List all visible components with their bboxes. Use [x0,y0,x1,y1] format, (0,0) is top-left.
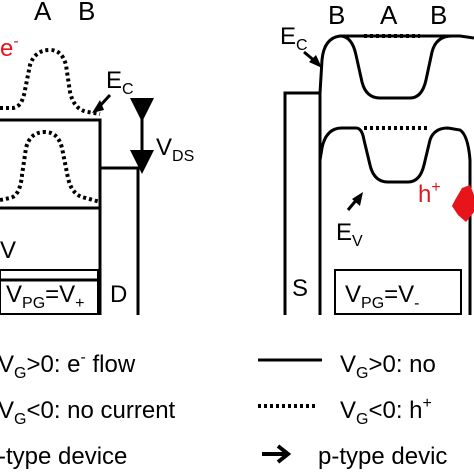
right-ev-label: EV [336,219,363,250]
hole-blob [452,185,474,222]
right-valence-band-solid [318,126,472,315]
right-gate-eq: =V [384,281,414,308]
legend-right-2-text: <0: h [368,397,422,424]
right-panel [283,34,474,315]
electron-label-sup: - [13,33,18,50]
left-ec-main: E [106,67,122,94]
left-region-a: A [34,0,52,26]
left-lower-band-dotted [0,129,101,204]
right-gate-sign: - [414,295,419,312]
left-upper-band-dotted [0,47,101,116]
drain-label: D [110,281,127,308]
legend-left-3: -type device [0,443,127,470]
left-gate-eq: =V [45,281,75,308]
left-panel [0,47,154,315]
legend-right-2: VG<0: h+ [340,395,432,428]
right-ec-label: EC [280,23,308,54]
legend-right-1-v: V [340,351,356,378]
legend-right-3: p-type devic [318,443,447,470]
left-gate-sub: PG [22,295,45,312]
left-gate-v: V [6,281,22,308]
legend-left-1-tail: flow [86,351,136,378]
electron-label: e- [0,33,19,62]
left-ev-fragment: V [0,237,16,264]
source-label: S [292,275,308,302]
left-ec-sub: C [122,81,134,98]
hole-main: h [418,181,431,208]
left-gate-sign: + [75,295,84,312]
legend-left-2-text: <0: no current [26,397,175,424]
electron-label-main: e [0,35,13,62]
legend-left-1-sub: G [14,365,26,382]
right-gate-v: V [345,281,361,308]
right-ec-main: E [280,23,296,50]
left-ec-pointer-head [92,100,104,113]
right-ec-pointer-head [309,55,322,68]
legend-left-2-sub: G [14,411,26,428]
hole-sup: + [431,179,440,196]
legend-right-2-sub: G [356,411,368,428]
legend-left-1: VG>0: e- flow [0,349,136,382]
vds-sub: DS [172,148,194,165]
legend-left-1-text: >0: e [26,351,80,378]
right-conduction-band-solid [318,34,474,94]
right-gate-label: VPG=V- [345,281,420,312]
legend-left-1-v: V [0,351,14,378]
left-region-b: B [78,0,95,26]
right-ev-sub: V [352,233,363,250]
vds-label: VDS [156,134,194,165]
right-source-contact [283,91,322,315]
right-region-b2: B [430,0,447,30]
legend-right-1: VG>0: no [340,351,436,382]
right-ev-pointer-head [352,192,363,206]
left-ec-label: EC [106,67,134,98]
right-gate-box [334,269,462,315]
right-region-b1: B [328,0,345,30]
legend-arrow [262,444,292,464]
right-ev-main: E [336,219,352,246]
hole-label: h+ [418,179,441,208]
right-ec-sub: C [296,37,308,54]
legend-right-2-v: V [340,397,356,424]
legend-left-2-v: V [0,397,14,424]
right-region-a: A [380,0,398,30]
legend-right-2-sup: + [423,395,432,412]
vds-main: V [156,134,172,161]
legend-right-1-text: >0: no [368,351,435,378]
left-gate-box [0,269,99,315]
legend-right-1-sub: G [356,365,368,382]
left-gate-label: VPG=V+ [6,281,85,312]
right-gate-sub: PG [361,295,384,312]
legend [258,358,322,464]
legend-left-2: VG<0: no current [0,397,176,428]
legend-left-1-sup: - [81,349,86,366]
right-conduction-well [339,34,453,100]
